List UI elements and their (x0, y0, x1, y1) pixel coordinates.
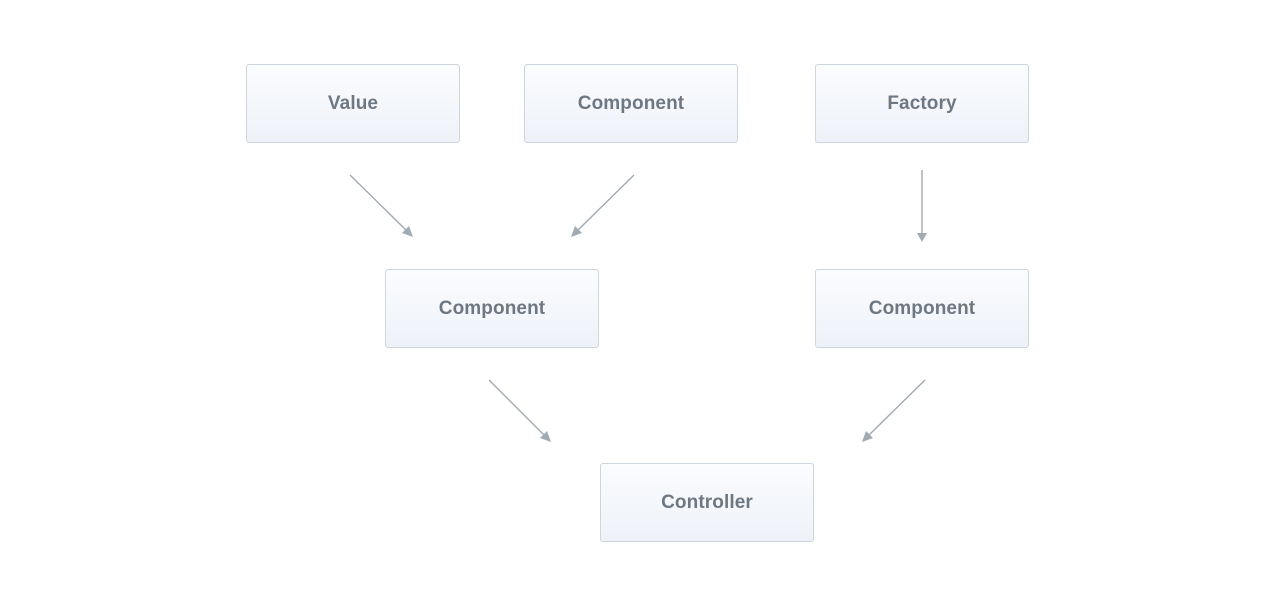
edge-component-to-controller-right (862, 379, 926, 442)
node-value: Value (246, 64, 460, 143)
node-factory: Factory (815, 64, 1029, 143)
edge-component-to-controller-left (488, 379, 551, 442)
node-component-mid-left: Component (385, 269, 599, 348)
node-label: Value (327, 92, 379, 114)
node-label: Component (868, 297, 976, 319)
edge-value-to-component (349, 174, 413, 237)
node-component-mid-right: Component (815, 269, 1029, 348)
node-controller: Controller (600, 463, 814, 542)
node-label: Component (438, 297, 546, 319)
node-component-top: Component (524, 64, 738, 143)
node-label: Controller (661, 491, 753, 513)
node-label: Factory (887, 92, 957, 114)
edge-component-to-component (571, 174, 635, 237)
edge-factory-to-component (917, 170, 927, 242)
node-label: Component (577, 92, 685, 114)
